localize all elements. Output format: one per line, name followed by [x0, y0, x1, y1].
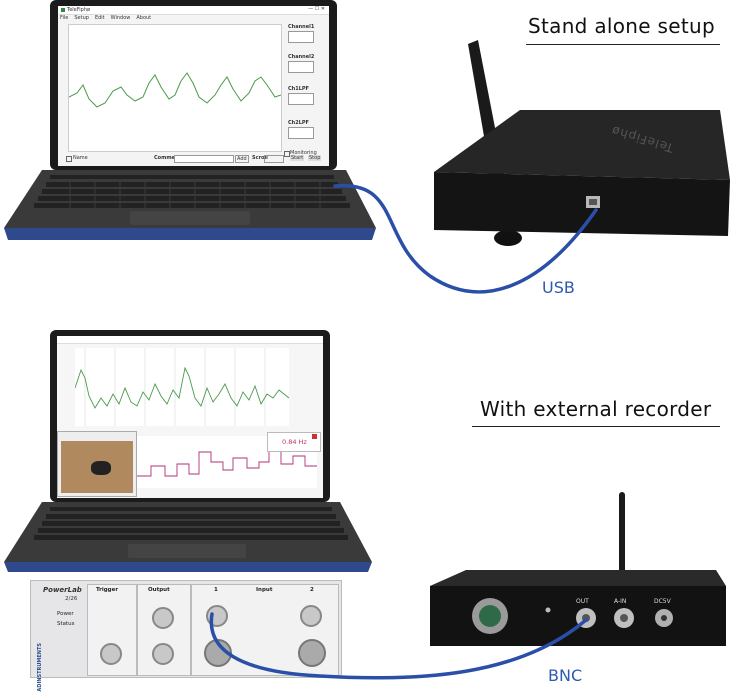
port-out-label: OUT — [576, 598, 589, 605]
monitoring-checkbox[interactable] — [284, 151, 290, 157]
input-2-pod-connector[interactable] — [298, 639, 326, 667]
standalone-title: Stand alone setup — [528, 14, 715, 38]
port-ain-label: A-IN — [614, 598, 627, 605]
output-connector-negative[interactable] — [152, 643, 174, 665]
menu-bar: File Setup Edit Window About — [60, 15, 151, 22]
window-titlebar-2 — [57, 336, 323, 344]
close-icon[interactable] — [312, 434, 317, 439]
input-2-bnc-connector[interactable] — [300, 605, 322, 627]
channel-3-label: Ch1LPF — [288, 86, 309, 92]
video-frame — [61, 441, 133, 493]
window-controls-icon[interactable]: — ☐ ✕ — [308, 6, 325, 12]
menu-about[interactable]: About — [136, 15, 152, 21]
usb-cable — [333, 183, 598, 294]
powerlab-model: 2/26 — [65, 596, 78, 602]
channel-4-box[interactable] — [288, 127, 314, 139]
input-label: Input — [256, 587, 273, 593]
channel-3-box[interactable] — [288, 93, 314, 105]
comment-input[interactable] — [174, 155, 234, 163]
channel-2-box[interactable] — [288, 61, 314, 73]
input-2-label: 2 — [310, 587, 314, 593]
power-label: Power — [57, 611, 74, 617]
channel-panel: Channel1 Channel2 Ch1LPF Ch2LPF — [284, 24, 328, 150]
app-window-external: 0.84 Hz — [57, 336, 323, 498]
output-connector-positive[interactable] — [152, 607, 174, 629]
scroll-select[interactable] — [264, 155, 284, 163]
trigger-label: Trigger — [96, 587, 119, 593]
status-label: Status — [57, 621, 75, 627]
trigger-section: Trigger — [87, 584, 137, 676]
monitoring-label: Monitoring — [290, 150, 317, 156]
receiver-standalone — [420, 40, 740, 260]
signal-plot — [68, 24, 282, 152]
powerlab-brand: PowerLab — [43, 586, 82, 594]
menu-window[interactable]: Window — [110, 15, 131, 21]
standalone-title-rule — [526, 44, 720, 45]
app-icon — [61, 8, 65, 12]
receiver-external — [426, 490, 740, 660]
app-window-standalone: TeleFiphø — ☐ ✕ File Setup Edit Window A… — [58, 6, 329, 166]
powerlab-unit: PowerLab 2/26 Power Status ADINSTRUMENTS… — [30, 580, 342, 692]
trigger-connector[interactable] — [100, 643, 122, 665]
channel-4-label: Ch2LPF — [288, 120, 309, 126]
name-checkbox-label: Name — [73, 155, 88, 161]
input-1-label: 1 — [214, 587, 218, 593]
menu-setup[interactable]: Setup — [74, 15, 89, 21]
add-button[interactable]: Add — [235, 155, 249, 163]
port-dc5v-label: DC5V — [654, 598, 671, 605]
channel-1-box[interactable] — [288, 31, 314, 43]
menu-file[interactable]: File — [60, 15, 69, 21]
menu-edit[interactable]: Edit — [94, 15, 105, 21]
rate-value: 0.84 Hz — [282, 438, 307, 446]
usb-cable-label: USB — [542, 278, 575, 297]
output-section: Output — [137, 584, 191, 676]
bottom-toolbar: Name Comment Add Scroll Start Stop — [58, 154, 329, 164]
external-recorder-title-rule — [472, 426, 720, 427]
rate-panel: 0.84 Hz — [267, 432, 321, 452]
bnc-cable-label: BNC — [548, 666, 583, 685]
video-capture-window — [57, 431, 137, 497]
scroll-label: Scroll — [252, 155, 268, 161]
output-label: Output — [148, 587, 170, 593]
animal-image — [91, 461, 111, 475]
signal-plot-upper — [74, 348, 290, 426]
external-recorder-title: With external recorder — [480, 397, 712, 421]
window-titlebar: TeleFiphø — ☐ ✕ — [58, 6, 329, 15]
channel-1-label: Channel1 — [288, 24, 315, 30]
stop-button[interactable]: Stop — [308, 155, 322, 161]
channel-2-label: Channel2 — [288, 54, 315, 60]
window-title: TeleFiphø — [67, 7, 91, 13]
start-button[interactable]: Start — [290, 155, 305, 161]
name-checkbox[interactable] — [66, 156, 72, 162]
comment-label: Comment — [154, 155, 181, 161]
